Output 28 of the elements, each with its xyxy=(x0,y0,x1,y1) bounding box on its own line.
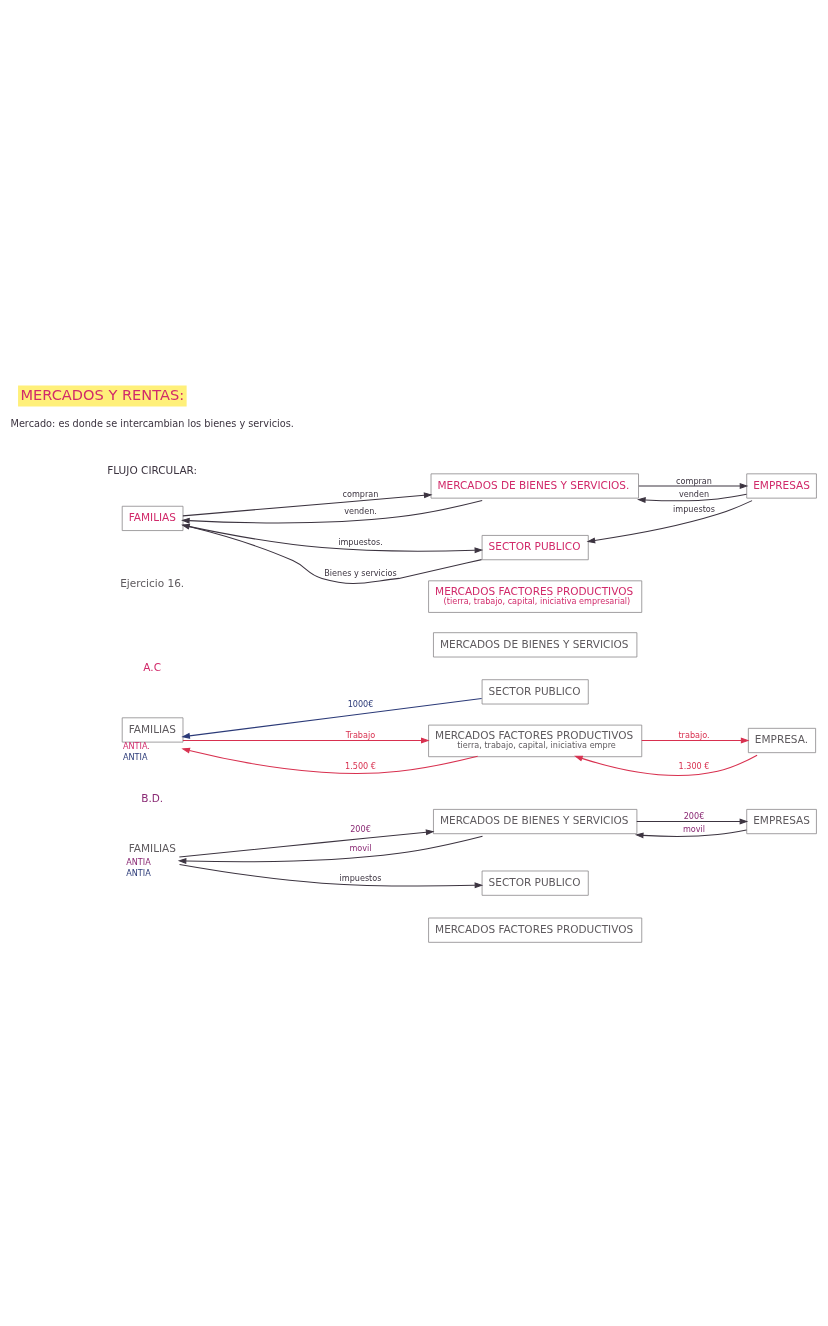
edge-label: 1.500 € xyxy=(345,760,376,771)
edge-label: compran xyxy=(342,488,379,499)
edge-label: movil xyxy=(682,823,706,834)
node-label: ANTIA. xyxy=(123,740,150,751)
label: FLUJO CIRCULAR: xyxy=(107,463,198,476)
node-label: ANTIA xyxy=(123,751,148,762)
node-text: FAMILIAS xyxy=(128,841,176,854)
edge-label: venden xyxy=(678,488,710,499)
edge-label: 1000€ xyxy=(347,698,374,709)
edge-label: impuestos xyxy=(339,872,382,883)
label: Ejercicio 16. xyxy=(120,576,185,589)
label: Mercado: es donde se intercambian los bienes y servicios. xyxy=(10,417,294,429)
label: A.C xyxy=(143,660,162,673)
edge-label: 1.300 € xyxy=(678,760,710,771)
label: B.D. xyxy=(141,791,164,804)
edge-label: movil xyxy=(349,842,372,853)
edge-label: impuestos xyxy=(673,503,716,514)
edge-label: venden. xyxy=(344,505,377,516)
edge-label: Bienes y servicios xyxy=(324,567,397,578)
node-label: ANTIA xyxy=(126,867,151,878)
diagram-title: MERCADOS Y RENTAS: xyxy=(20,385,185,403)
node-label: ANTIA xyxy=(126,856,151,867)
edge-label: Trabajo xyxy=(345,729,376,740)
edge-label: compran xyxy=(676,475,712,486)
edge-label: impuestos. xyxy=(338,536,383,547)
edge-label: trabajo. xyxy=(678,729,710,740)
edge-label: 200€ xyxy=(350,823,371,834)
edge-label: 200€ xyxy=(683,810,705,821)
